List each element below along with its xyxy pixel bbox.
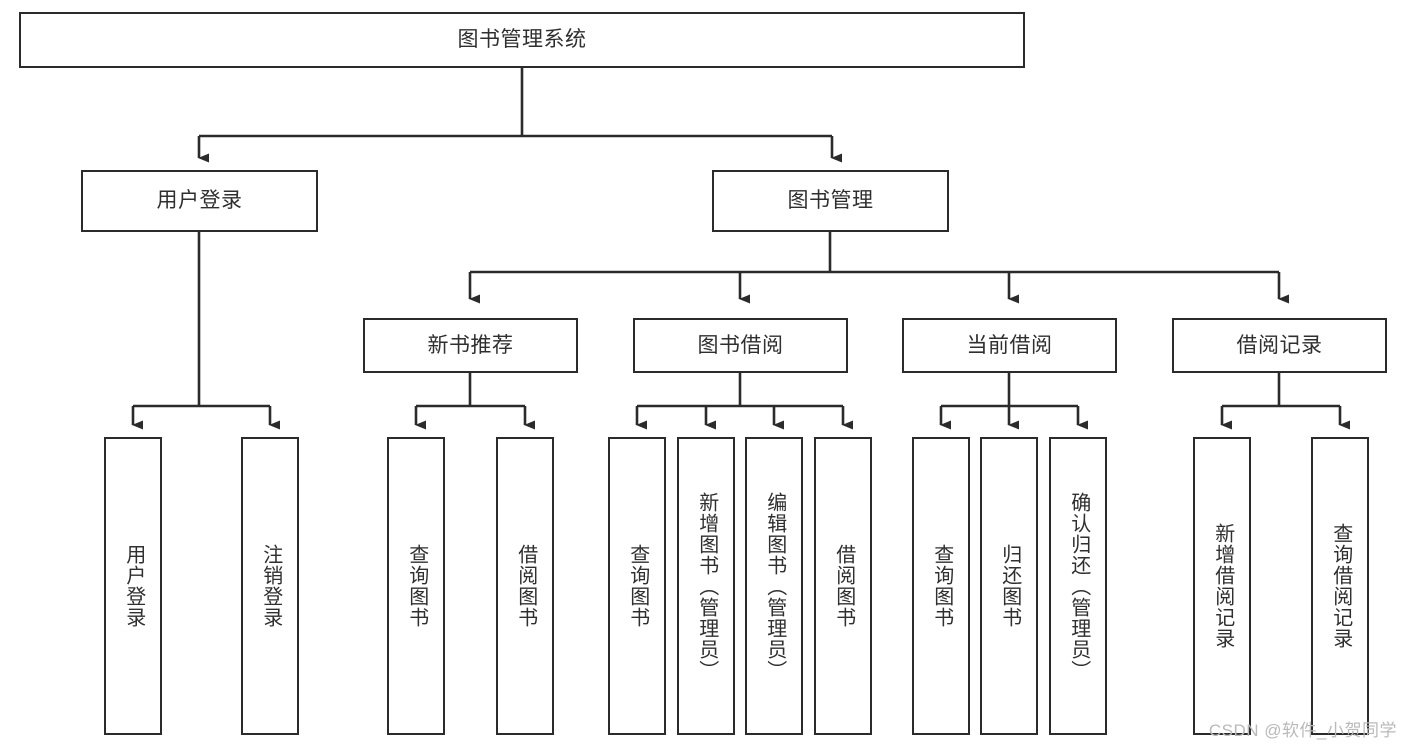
leaf-borrow-book-2[interactable]: 借阅图书 [814,437,872,735]
leaf-query-book-1[interactable]: 查询图书 [387,437,445,735]
node-book-borrow-label: 图书借阅 [697,333,784,357]
node-current-borrow-label: 当前借阅 [966,333,1053,357]
node-borrow-record[interactable]: 借阅记录 [1172,318,1387,373]
leaf-add-book-label: 新增图书（管理员） [695,491,718,681]
node-book-management[interactable]: 图书管理 [712,170,949,232]
node-book-management-label: 图书管理 [787,189,874,213]
leaf-borrow-book-1[interactable]: 借阅图书 [496,437,554,735]
node-new-book-recommend-label: 新书推荐 [427,333,514,357]
node-user-login-label: 用户登录 [156,189,243,213]
leaf-user-login[interactable]: 用户登录 [104,437,162,735]
leaf-edit-book-label: 编辑图书（管理员） [763,491,786,681]
leaf-edit-book[interactable]: 编辑图书（管理员） [745,437,803,735]
leaf-query-record[interactable]: 查询借阅记录 [1311,437,1369,735]
leaf-add-book[interactable]: 新增图书（管理员） [677,437,735,735]
leaf-user-login-label: 用户登录 [122,544,145,628]
leaf-query-book-3[interactable]: 查询图书 [912,437,970,735]
leaf-query-book-3-label: 查询图书 [930,544,953,628]
leaf-add-record-label: 新增借阅记录 [1211,523,1234,649]
leaf-query-book-2[interactable]: 查询图书 [608,437,666,735]
node-new-book-recommend[interactable]: 新书推荐 [363,318,578,373]
leaf-borrow-book-1-label: 借阅图书 [514,544,537,628]
leaf-return-book[interactable]: 归还图书 [980,437,1038,735]
leaf-query-book-1-label: 查询图书 [405,544,428,628]
node-book-borrow[interactable]: 图书借阅 [633,318,848,373]
leaf-logout-login-label: 注销登录 [259,544,282,628]
node-current-borrow[interactable]: 当前借阅 [902,318,1117,373]
node-root-label: 图书管理系统 [457,28,587,52]
leaf-logout-login[interactable]: 注销登录 [241,437,299,735]
leaf-confirm-return-label: 确认归还（管理员） [1067,491,1090,681]
leaf-query-book-2-label: 查询图书 [626,544,649,628]
leaf-confirm-return[interactable]: 确认归还（管理员） [1049,437,1107,735]
leaf-query-record-label: 查询借阅记录 [1329,523,1352,649]
leaf-return-book-label: 归还图书 [998,544,1021,628]
node-borrow-record-label: 借阅记录 [1236,333,1323,357]
node-root[interactable]: 图书管理系统 [19,12,1025,68]
node-user-login[interactable]: 用户登录 [81,170,318,232]
leaf-add-record[interactable]: 新增借阅记录 [1193,437,1251,735]
leaf-borrow-book-2-label: 借阅图书 [832,544,855,628]
